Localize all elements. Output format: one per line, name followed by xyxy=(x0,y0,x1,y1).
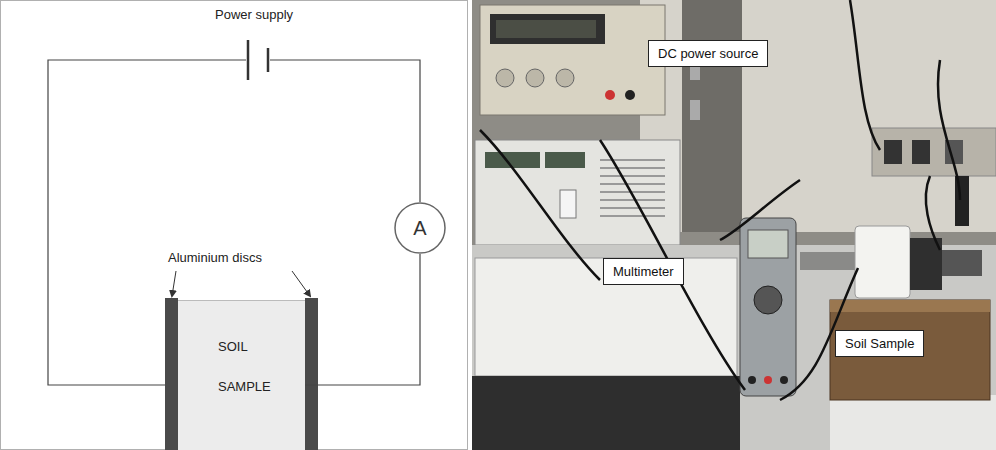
soil-sample-box: SOIL SAMPLE xyxy=(178,300,305,450)
leader-line xyxy=(292,271,310,296)
leader-line xyxy=(172,271,176,296)
battery-symbol xyxy=(267,48,270,72)
node-text: SOIL SAMPLE xyxy=(218,327,288,407)
lab-photo xyxy=(472,0,996,450)
node-text: DC power source xyxy=(658,46,758,61)
aluminium-disc xyxy=(165,298,178,450)
node-text: A xyxy=(394,202,446,254)
ammeter-symbol: A xyxy=(394,202,446,254)
photo-label: Multimeter xyxy=(603,258,684,285)
node-text: Multimeter xyxy=(613,264,674,279)
component-label: Aluminium discs xyxy=(168,250,262,265)
photo-label: Soil Sample xyxy=(835,330,924,357)
photo-label: DC power source xyxy=(648,40,768,67)
aluminium-disc xyxy=(305,298,318,450)
circuit-wire xyxy=(305,254,420,385)
component-label: Power supply xyxy=(215,7,293,22)
battery-symbol xyxy=(247,40,250,80)
panel-frame xyxy=(1,1,468,450)
node-text: Soil Sample xyxy=(845,336,914,351)
